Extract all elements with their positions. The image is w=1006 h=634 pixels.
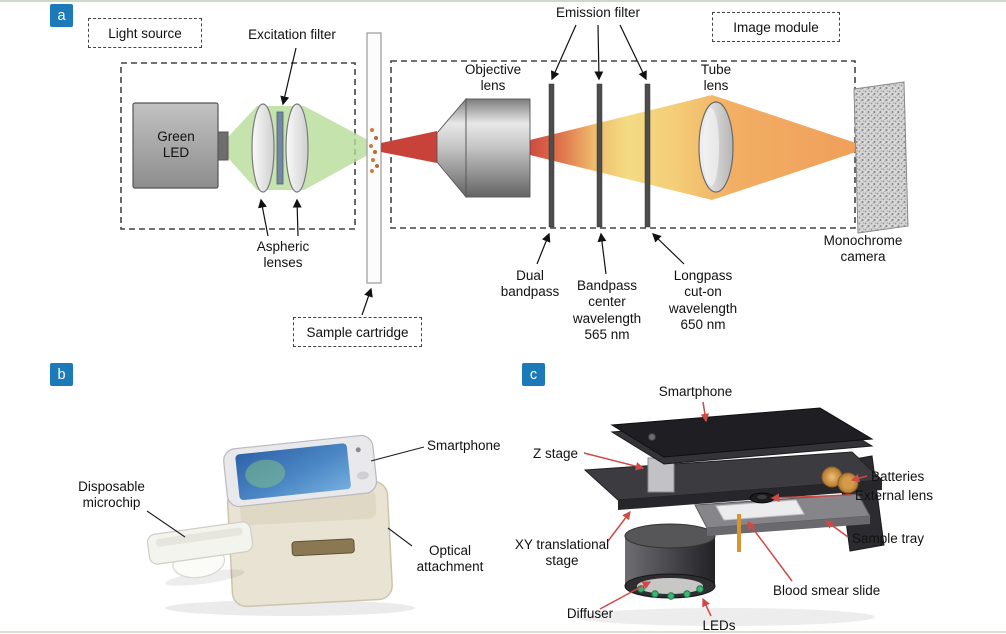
smartphone-b-line bbox=[370, 446, 425, 462]
objective-lens-shape bbox=[436, 97, 531, 199]
sample-cartridge-shape bbox=[366, 32, 382, 284]
external-lens-arrow bbox=[770, 493, 852, 502]
panel-b-illustration bbox=[146, 434, 425, 616]
disposable-microchip-label: Disposable microchip bbox=[78, 479, 145, 511]
emission-filter-arrow-2 bbox=[594, 24, 604, 81]
leds-shape bbox=[637, 585, 704, 600]
bandpass-center-label: Bandpass center wavelength 565 nm bbox=[572, 278, 642, 343]
dual-bandpass-filter-shape bbox=[548, 83, 555, 228]
sample-tray-arrow bbox=[824, 520, 849, 538]
monochrome-camera-shape bbox=[853, 81, 909, 234]
external-lens-shape bbox=[749, 492, 775, 504]
lens-barrel-shape bbox=[624, 523, 716, 599]
excitation-filter-arrow bbox=[280, 47, 297, 106]
smartphone-b-shape bbox=[223, 434, 378, 508]
xy-stage-arrow bbox=[607, 510, 631, 542]
smartphone-c-arrow bbox=[700, 401, 710, 423]
blood-smear-slide-label: Blood smear slide bbox=[773, 583, 881, 598]
leds-arrow bbox=[702, 597, 712, 617]
panel-c-annotation-arrows bbox=[583, 401, 868, 617]
smartphone-b-label: Smartphone bbox=[427, 438, 501, 453]
phone-home-button bbox=[356, 471, 369, 480]
xy-translational-stage-label: XY translational stage bbox=[514, 537, 610, 569]
aspheric-lens-2-shape bbox=[285, 103, 309, 193]
emission-filter-arrow-3 bbox=[619, 24, 647, 81]
emission-filter-label: Emission filter bbox=[555, 5, 641, 20]
image-module-outline bbox=[390, 60, 856, 229]
longpass-cuton-label: Longpass cut-on wavelength 650 nm bbox=[668, 268, 738, 333]
blood-smear-arrow bbox=[747, 520, 793, 582]
panel-a-diagram bbox=[120, 24, 909, 316]
phone-camera-dot bbox=[355, 447, 361, 453]
panel-a-annotation-arrows bbox=[258, 24, 685, 316]
monochrome-camera-label: Monochrome camera bbox=[823, 233, 903, 265]
excitation-filter-label: Excitation filter bbox=[248, 27, 336, 42]
emission-filter-arrow-1 bbox=[550, 24, 577, 81]
emission-beam-pre-objective bbox=[381, 131, 437, 163]
optical-attachment-label: Optical attachment bbox=[416, 543, 484, 575]
z-stage-label: Z stage bbox=[532, 446, 579, 461]
panel-b-shadow bbox=[165, 600, 415, 616]
panel-c-tag: c bbox=[522, 363, 545, 386]
batteries-arrow bbox=[850, 474, 868, 483]
aspheric-lens-arrow-2 bbox=[292, 198, 302, 237]
image-module-label-box: Image module bbox=[712, 12, 840, 42]
aspheric-lens-arrow-1 bbox=[258, 198, 269, 237]
panel-c-illustration bbox=[575, 401, 885, 626]
sample-tray-label: Sample tray bbox=[852, 531, 925, 546]
batteries-label: Batteries bbox=[871, 469, 925, 484]
panel-a-tag: a bbox=[50, 4, 73, 27]
leds-label: LEDs bbox=[702, 618, 736, 633]
smartphone-c-label: Smartphone bbox=[658, 384, 733, 399]
smartphone-c-shape bbox=[610, 407, 874, 465]
tube-lens-shape bbox=[698, 101, 734, 193]
z-stage-arrow bbox=[583, 452, 645, 471]
emission-beam bbox=[530, 95, 856, 200]
panel-b-leader-lines bbox=[146, 446, 425, 547]
light-source-label-box: Light source bbox=[88, 18, 202, 48]
microchip-line bbox=[146, 510, 186, 538]
post-shape bbox=[737, 514, 741, 552]
figure-top-border bbox=[0, 0, 1006, 2]
panel-b-tag: b bbox=[50, 363, 73, 386]
aspheric-lens-1-shape bbox=[251, 103, 275, 193]
diffuser-arrow bbox=[599, 581, 652, 610]
attachment-line bbox=[387, 527, 413, 547]
external-lens-label: External lens bbox=[855, 488, 934, 503]
objective-lens-label: Objective lens bbox=[464, 62, 522, 94]
panel-c-shadow bbox=[575, 608, 875, 626]
longpass-filter-shape bbox=[644, 83, 651, 228]
green-led-shape bbox=[132, 102, 229, 189]
figure-bottom-border bbox=[0, 631, 1006, 633]
longpass-arrow bbox=[652, 233, 685, 265]
green-led-label: Green LED bbox=[157, 129, 195, 161]
dual-bandpass-arrow bbox=[536, 232, 551, 265]
diffuser-label: Diffuser bbox=[566, 606, 614, 621]
dual-bandpass-label: Dual bandpass bbox=[500, 268, 560, 300]
bandpass-filter-shape bbox=[596, 83, 603, 228]
bandpass-center-arrow bbox=[597, 232, 607, 275]
sample-cartridge-label-box: Sample cartridge bbox=[293, 317, 422, 347]
excitation-filter-shape bbox=[276, 111, 284, 185]
disposable-microchip-shape bbox=[146, 521, 254, 586]
aspheric-lenses-label: Aspheric lenses bbox=[256, 239, 310, 271]
tube-lens-label: Tube lens bbox=[700, 62, 732, 94]
phone-camera-lens bbox=[648, 433, 656, 441]
sample-cartridge-arrow bbox=[361, 287, 373, 316]
diffuser-shape bbox=[637, 578, 703, 594]
